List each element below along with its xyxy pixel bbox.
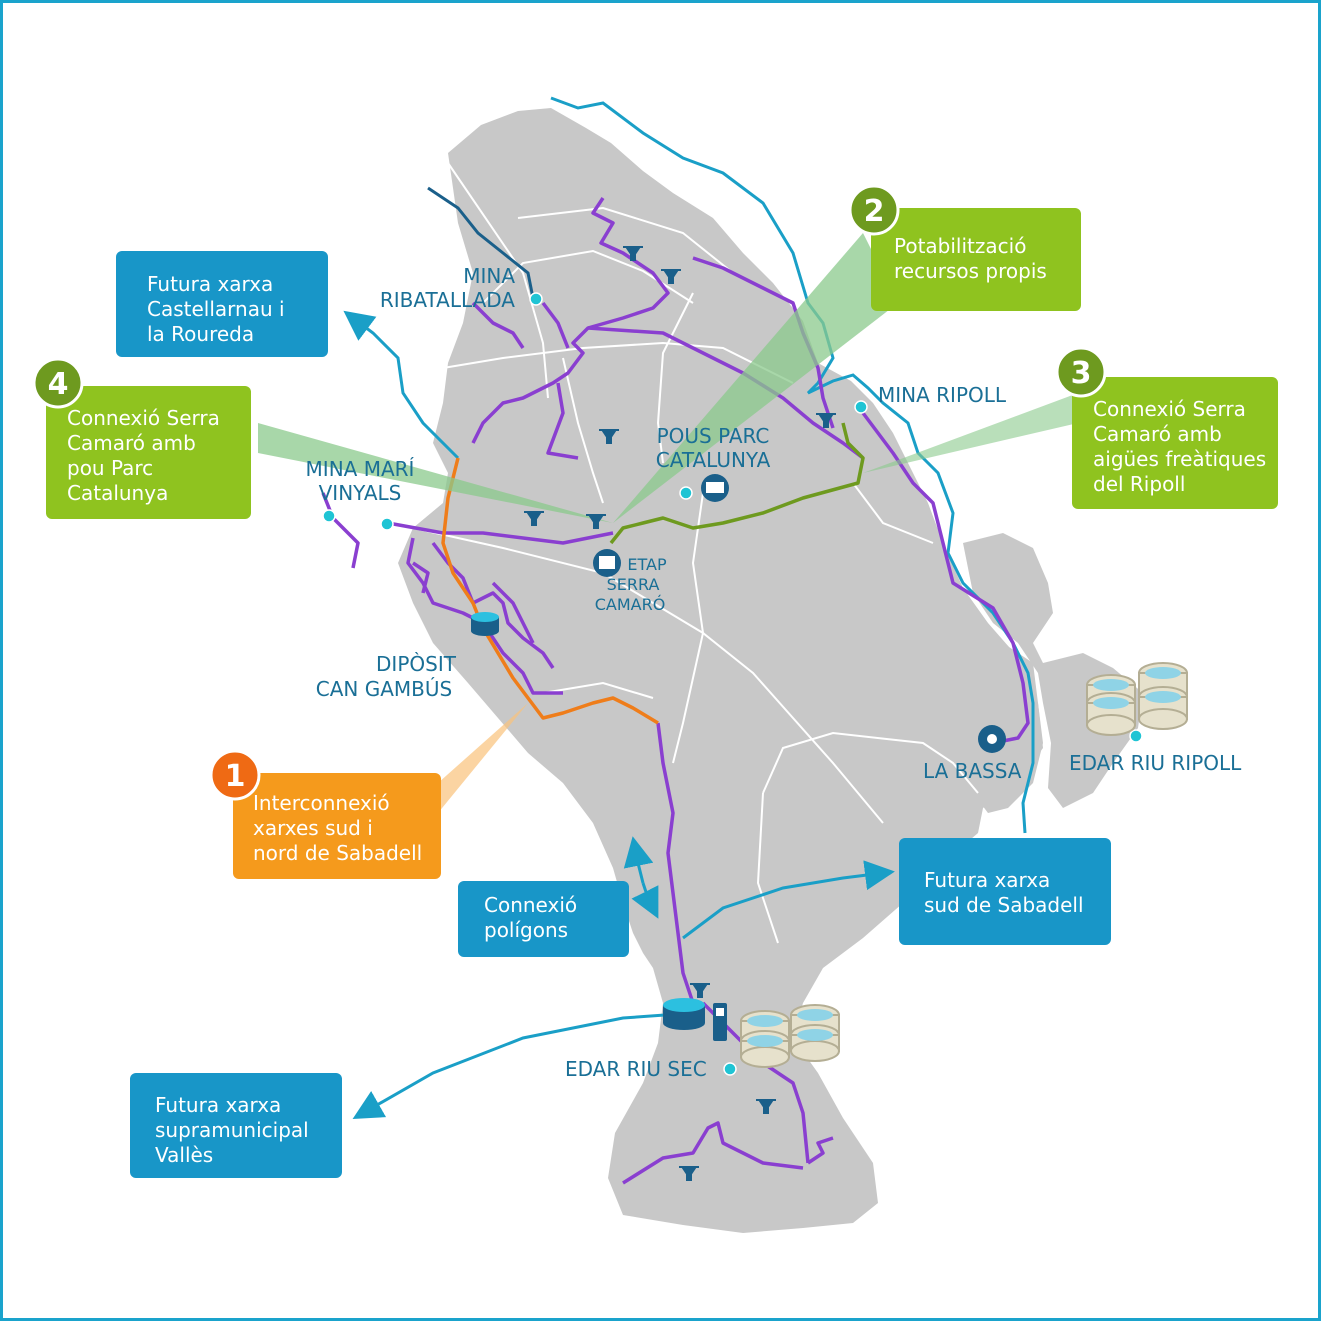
label-mina-mari-2: VINYALS xyxy=(319,481,402,505)
label-etap-3: CAMARÓ xyxy=(595,595,666,614)
label-edar-ripoll: EDAR RIU RIPOLL xyxy=(1069,751,1242,775)
well-icon xyxy=(586,514,606,529)
pin-icon xyxy=(854,400,868,414)
pin-icon xyxy=(380,517,394,531)
label-mina-ribatallada-2: RIBATALLADA xyxy=(380,288,515,312)
number-1: 1 xyxy=(225,759,246,794)
wastewater-plant-icon xyxy=(740,662,1188,1068)
label-mina-mari-1: MINA MARÍ xyxy=(306,457,415,481)
well-icon xyxy=(756,1099,776,1114)
well-icon xyxy=(599,429,619,444)
pin-icon xyxy=(723,1062,737,1076)
label-mina-ripoll: MINA RIPOLL xyxy=(878,383,1007,407)
callout-wedges xyxy=(258,233,1078,813)
location-pins xyxy=(322,292,1143,1076)
label-pous-parc-2: CATALUNYA xyxy=(656,448,771,472)
label-diposit-2: CAN GAMBÚS xyxy=(316,677,452,701)
potabilization-line xyxy=(609,422,865,545)
label-pous-parc-1: POUS PARC xyxy=(657,424,770,448)
well-icon xyxy=(816,413,836,428)
well-icons xyxy=(524,246,836,1181)
label-edar-sec: EDAR RIU SEC xyxy=(565,1057,707,1081)
treatment-plant-icon xyxy=(593,474,729,577)
future-network-arrows xyxy=(343,310,895,1119)
well-icon xyxy=(524,511,544,526)
well-icon xyxy=(661,269,681,284)
pin-icon xyxy=(1129,729,1143,743)
label-diposit-1: DIPÒSIT xyxy=(376,652,457,676)
number-3: 3 xyxy=(1071,356,1092,391)
pin-icon xyxy=(322,509,336,523)
label-mina-ribatallada-1: MINA xyxy=(463,264,515,288)
pin-icon xyxy=(529,292,543,306)
well-icon xyxy=(679,1166,699,1181)
number-2: 2 xyxy=(864,194,885,229)
water-tank-icon xyxy=(471,612,1006,1041)
label-etap-1: ETAP xyxy=(627,555,667,574)
label-etap-2: SERRA xyxy=(607,575,660,594)
label-la-bassa: LA BASSA xyxy=(923,759,1022,783)
well-icon xyxy=(690,983,710,998)
number-4: 4 xyxy=(48,367,69,402)
interconnection-line xyxy=(441,457,659,725)
well-icon xyxy=(623,246,643,261)
pin-icon xyxy=(679,486,693,500)
